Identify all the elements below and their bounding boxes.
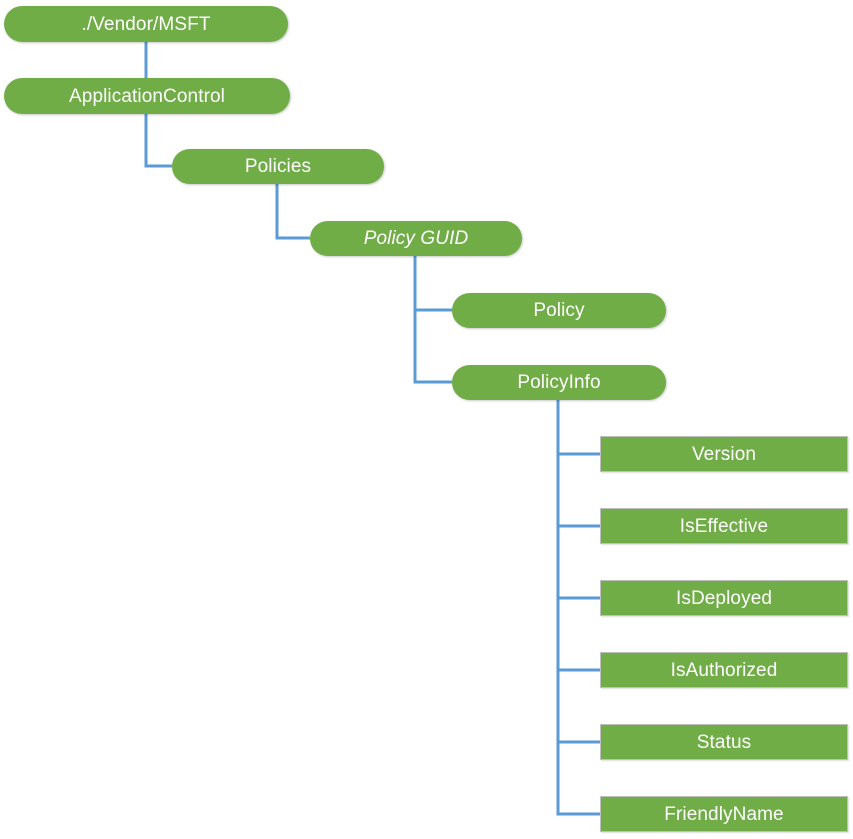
node-policy-guid[interactable]: Policy GUID xyxy=(310,221,522,256)
connector-policy-info-to-version xyxy=(556,400,600,456)
node-vendor-msft[interactable]: ./Vendor/MSFT xyxy=(4,6,288,42)
node-label-application-control: ApplicationControl xyxy=(69,85,225,107)
connector-policy-guid-to-policy-info xyxy=(413,256,452,384)
node-policy-info[interactable]: PolicyInfo xyxy=(452,365,666,400)
connector-application-control-to-policies xyxy=(144,114,172,168)
node-label-is-deployed: IsDeployed xyxy=(675,587,773,609)
node-label-status: Status xyxy=(696,731,752,753)
node-application-control[interactable]: ApplicationControl xyxy=(4,78,290,114)
node-label-policy-guid: Policy GUID xyxy=(363,228,469,249)
node-label-is-effective: IsEffective xyxy=(679,515,769,537)
node-label-policy: Policy xyxy=(533,300,585,321)
node-version[interactable]: Version xyxy=(600,436,848,472)
node-label-vendor-msft: ./Vendor/MSFT xyxy=(81,13,211,35)
connector-policy-guid-to-policy xyxy=(413,256,452,312)
node-policy[interactable]: Policy xyxy=(452,293,666,328)
node-is-effective[interactable]: IsEffective xyxy=(600,508,848,544)
node-label-version: Version xyxy=(691,443,757,465)
node-label-policies: Policies xyxy=(244,156,312,177)
connector-policy-info-to-status xyxy=(556,400,600,744)
connector-policy-info-to-is-effective xyxy=(556,400,600,528)
connector-policy-info-to-is-deployed xyxy=(556,400,600,600)
node-is-authorized[interactable]: IsAuthorized xyxy=(600,652,848,688)
node-label-policy-info: PolicyInfo xyxy=(517,372,601,393)
node-status[interactable]: Status xyxy=(600,724,848,760)
node-label-friendly-name: FriendlyName xyxy=(664,803,784,825)
connector-policies-to-policy-guid xyxy=(275,184,310,240)
node-label-is-authorized: IsAuthorized xyxy=(670,659,778,681)
node-policies[interactable]: Policies xyxy=(172,149,384,184)
node-friendly-name[interactable]: FriendlyName xyxy=(600,796,848,832)
connector-policy-info-to-is-authorized xyxy=(556,400,600,672)
connector-policy-info-to-friendly-name xyxy=(556,400,600,816)
node-is-deployed[interactable]: IsDeployed xyxy=(600,580,848,616)
